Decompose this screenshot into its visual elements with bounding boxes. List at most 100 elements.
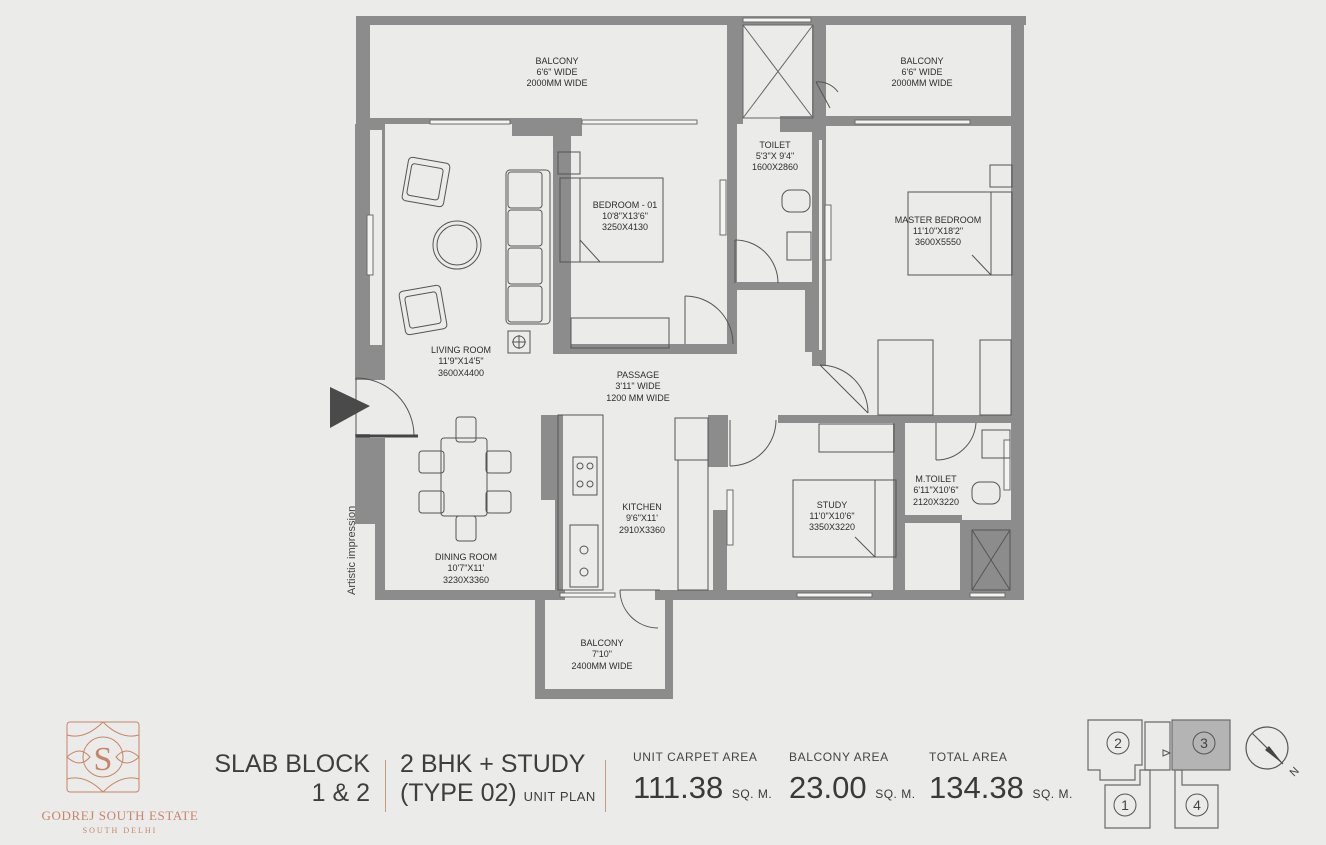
- unit-line1: 2 BHK + STUDY: [400, 750, 586, 778]
- divider-2: [605, 760, 606, 812]
- armchair-top: [401, 156, 451, 208]
- dining-room-dim-ft: 10'7"X11': [448, 563, 485, 573]
- logo-letter: S: [94, 741, 113, 778]
- mtoilet-wc: [971, 481, 1001, 505]
- total-area-value: 134.38: [929, 770, 1024, 805]
- cooktop: [572, 456, 598, 496]
- logo: GODREJ SOUTH ESTATE SOUTH DELHI: [40, 806, 200, 835]
- sofa: [505, 169, 551, 325]
- room-labels: BALCONY 6'6" WIDE 2000MM WIDE BALCONY 6'…: [431, 56, 981, 671]
- unit-type: 2 BHK + STUDY (TYPE 02) UNIT PLAN: [400, 750, 610, 830]
- key-plan-unit-3: 3: [1200, 735, 1208, 751]
- study-wardrobe: [818, 423, 895, 453]
- toilet-basin: [786, 231, 812, 261]
- artistic-impression-note: Artistic impression: [346, 506, 358, 595]
- furniture: [398, 151, 1013, 591]
- key-plan-unit-4: 4: [1193, 797, 1201, 813]
- mtoilet-name: M.TOILET: [915, 474, 957, 484]
- logo-region: SOUTH DELHI: [82, 826, 158, 835]
- passage-name: PASSAGE: [617, 370, 659, 380]
- carpet-area-label: UNIT CARPET AREA: [633, 750, 758, 764]
- passage-dim-ft: 3'11" WIDE: [615, 381, 660, 391]
- living-room-name: LIVING ROOM: [431, 345, 491, 355]
- coffee-table: [432, 220, 482, 270]
- key-plan-highlight: [1171, 719, 1231, 771]
- dining-room-name: DINING ROOM: [435, 552, 497, 562]
- mtoilet-dim-mm: 2120X3220: [913, 497, 959, 507]
- bedroom01-name: BEDROOM - 01: [593, 200, 658, 210]
- balcony-tl-dim-ft: 6'6" WIDE: [537, 67, 578, 77]
- kitchen-counter: [557, 414, 604, 591]
- windows: [366, 17, 1011, 598]
- logo-brand: GODREJ SOUTH ESTATE: [41, 808, 199, 823]
- key-plan-unit-2: 2: [1114, 735, 1122, 751]
- master-wardrobe-2: [979, 339, 1012, 416]
- toilet-name: TOILET: [759, 140, 791, 150]
- balcony-area-label: BALCONY AREA: [789, 750, 889, 764]
- balcony-bottom-name: BALCONY: [580, 638, 623, 648]
- dining-table: [440, 437, 488, 517]
- living-room-dim-ft: 11'9"X14'5": [438, 356, 483, 366]
- fridge: [674, 417, 709, 461]
- toilet-dim-mm: 1600X2860: [752, 162, 798, 172]
- sink: [569, 524, 599, 588]
- master-wardrobe-1: [877, 339, 934, 416]
- block-line1: SLAB BLOCK: [214, 750, 370, 778]
- duct-shaft: [742, 24, 814, 119]
- key-plan-unit-1: 1: [1121, 797, 1129, 813]
- total-area: TOTAL AREA 134.38 SQ. M.: [929, 750, 1089, 830]
- bedroom01-dim-mm: 3250X4130: [602, 222, 648, 232]
- carpet-area-value: 111.38: [633, 770, 724, 805]
- mtoilet-basin: [981, 429, 1011, 459]
- bedroom01-dim-ft: 10'8"X13'6": [602, 211, 648, 221]
- doors: [355, 81, 977, 629]
- carpet-area: UNIT CARPET AREA 111.38 SQ. M.: [633, 750, 793, 830]
- block-title: SLAB BLOCK 1 & 2: [200, 750, 370, 830]
- toilet-wc: [781, 189, 811, 213]
- kitchen-dim-mm: 2910X3360: [619, 525, 665, 535]
- total-area-label: TOTAL AREA: [929, 750, 1008, 764]
- balcony-bottom-dim-mm: 2400MM WIDE: [571, 661, 632, 671]
- study-dim-ft: 11'0"X10'6": [809, 511, 854, 521]
- study-dim-mm: 3350X3220: [809, 522, 855, 532]
- logo-emblem: [66, 721, 140, 793]
- balcony-tl-name: BALCONY: [535, 56, 578, 66]
- toilet-dim-ft: 5'3"X 9'4": [756, 151, 794, 161]
- mtoilet-dim-ft: 6'11"X10'6": [913, 485, 958, 495]
- unit-suffix: UNIT PLAN: [523, 789, 596, 804]
- block-line2: 1 & 2: [311, 779, 370, 807]
- divider-1: [385, 760, 386, 812]
- key-plan: 2 3 1 4: [1087, 719, 1231, 829]
- carpet-area-unit: SQ. M.: [731, 787, 773, 801]
- entry-arrow: [330, 387, 370, 428]
- balcony-tr-name: BALCONY: [900, 56, 943, 66]
- balcony-tl-dim-mm: 2000MM WIDE: [526, 78, 587, 88]
- balcony-tr-dim-mm: 2000MM WIDE: [891, 78, 952, 88]
- side-table: [507, 330, 531, 354]
- mtoilet-shower: [971, 529, 1011, 591]
- unit-line2: (TYPE 02): [400, 779, 517, 807]
- master-bedroom-name: MASTER BEDROOM: [895, 215, 982, 225]
- master-bedroom-dim-mm: 3600X5550: [915, 237, 961, 247]
- master-bedside-table: [989, 164, 1013, 188]
- study-name: STUDY: [817, 500, 848, 510]
- kitchen-name: KITCHEN: [622, 502, 662, 512]
- master-bedroom-dim-ft: 11'10"X18'2": [913, 226, 963, 236]
- balcony-area-unit: SQ. M.: [875, 787, 916, 801]
- balcony-tr-dim-ft: 6'6" WIDE: [902, 67, 943, 77]
- armchair-bottom: [398, 284, 448, 336]
- passage-dim-mm: 1200 MM WIDE: [606, 393, 670, 403]
- balcony-bottom-dim-ft: 7'10": [592, 649, 612, 659]
- wardrobe-01: [570, 317, 670, 349]
- living-room-dim-mm: 3600X4400: [438, 368, 484, 378]
- kitchen-dim-ft: 9'6"X11': [626, 513, 658, 523]
- north-compass-icon: N: [1245, 726, 1302, 779]
- dining-room-dim-mm: 3230X3360: [443, 575, 489, 585]
- wall-hollows: [370, 130, 822, 350]
- north-label: N: [1288, 765, 1302, 779]
- bedside-table: [557, 151, 581, 175]
- balcony-area: BALCONY AREA 23.00 SQ. M.: [789, 750, 949, 830]
- total-area-unit: SQ. M.: [1032, 787, 1073, 801]
- balcony-area-value: 23.00: [789, 770, 867, 805]
